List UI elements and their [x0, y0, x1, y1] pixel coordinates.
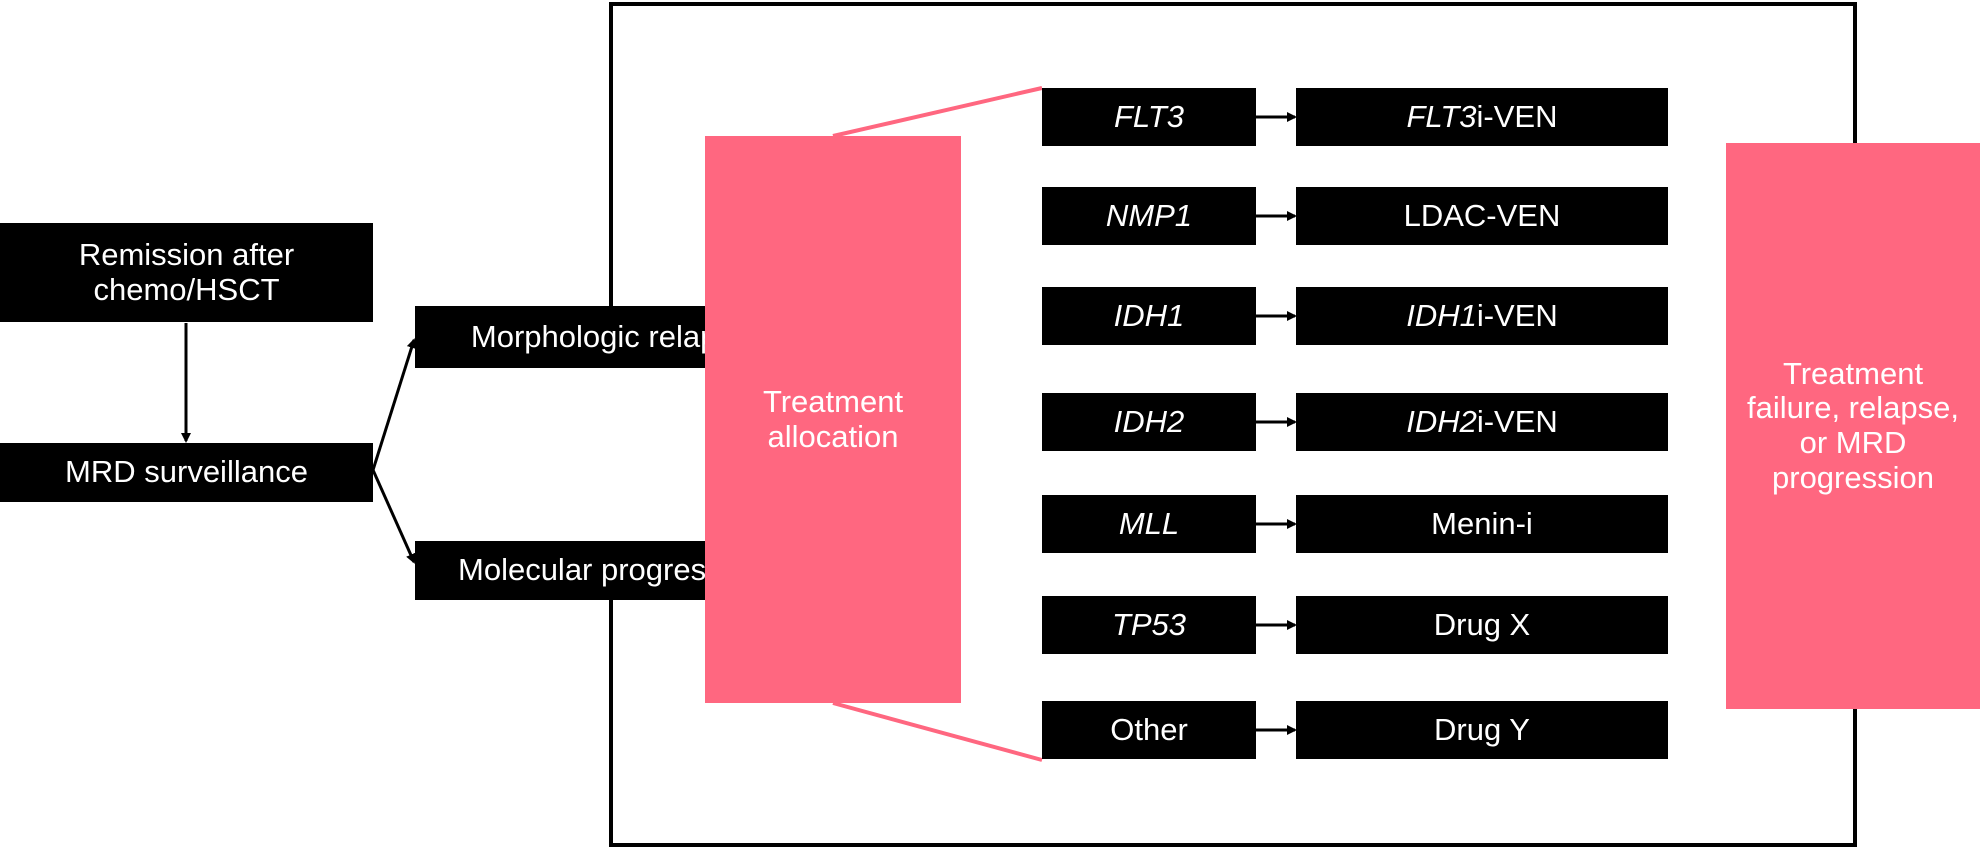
gene-label: FLT3	[1113, 98, 1185, 134]
treatment-failure-node: Treatment failure, relapse, or MRD progr…	[1726, 143, 1980, 709]
gene-box-idh2: IDH2	[1042, 393, 1256, 451]
therapy-name: Drug Y	[1434, 711, 1530, 747]
therapy-box-idh1: IDH1i-VEN	[1296, 287, 1668, 345]
gene-box-flt3: FLT3	[1042, 88, 1256, 146]
therapy-name: Drug X	[1433, 606, 1531, 642]
gene-box-tp53: TP53	[1042, 596, 1256, 654]
remission-node: Remission after chemo/HSCT	[0, 223, 373, 322]
therapy-gene-prefix: IDH1	[1406, 297, 1477, 333]
feedback-loop-bottom	[606, 592, 1857, 847]
therapy-label: Menin-i	[1431, 505, 1533, 542]
arrow-mrd-to-molecular	[371, 469, 416, 564]
therapy-name: i-VEN	[1476, 297, 1558, 333]
therapy-label: LDAC-VEN	[1403, 197, 1561, 234]
gene-label: IDH2	[1113, 403, 1185, 439]
mrd-surveillance-label: MRD surveillance	[65, 454, 308, 490]
therapy-name: LDAC-VEN	[1403, 197, 1561, 233]
therapy-box-mll: Menin-i	[1296, 495, 1668, 553]
therapy-label: IDH1i-VEN	[1406, 297, 1558, 334]
gene-label: IDH1	[1113, 297, 1185, 333]
funnel-line-top	[832, 86, 1043, 138]
therapy-gene-prefix: IDH2	[1406, 403, 1477, 439]
therapy-box-nmp1: LDAC-VEN	[1296, 187, 1668, 245]
therapy-box-tp53: Drug X	[1296, 596, 1668, 654]
remission-label: Remission after chemo/HSCT	[78, 236, 295, 307]
funnel-line-bottom	[832, 701, 1043, 762]
therapy-box-other: Drug Y	[1296, 701, 1668, 759]
gene-label: NMP1	[1105, 197, 1193, 233]
mrd-surveillance-node: MRD surveillance	[0, 443, 373, 502]
therapy-label: Drug Y	[1434, 711, 1530, 748]
gene-label: MLL	[1118, 505, 1180, 541]
treatment-failure-label: Treatment failure, relapse, or MRD progr…	[1747, 355, 1959, 495]
therapy-gene-prefix: FLT3	[1406, 98, 1477, 134]
gene-box-other: Other	[1042, 701, 1256, 759]
gene-box-nmp1: NMP1	[1042, 187, 1256, 245]
morphologic-relapse-label: Morphologic relapse	[470, 318, 751, 354]
gene-box-mll: MLL	[1042, 495, 1256, 553]
feedback-loop-top	[606, 2, 1857, 314]
gene-therapy-arrows	[1256, 112, 1297, 735]
therapy-label: IDH2i-VEN	[1406, 403, 1558, 440]
therapy-box-idh2: IDH2i-VEN	[1296, 393, 1668, 451]
treatment-allocation-node: Treatment allocation	[705, 136, 961, 703]
therapy-label: FLT3i-VEN	[1406, 98, 1558, 135]
gene-label: Other	[1110, 711, 1188, 747]
arrow-mrd-to-morphologic	[371, 338, 417, 471]
therapy-box-flt3: FLT3i-VEN	[1296, 88, 1668, 146]
gene-label: TP53	[1111, 606, 1187, 642]
therapy-label: Drug X	[1433, 606, 1531, 643]
treatment-allocation-label: Treatment allocation	[762, 383, 904, 454]
therapy-name: Menin-i	[1431, 505, 1533, 541]
therapy-name: i-VEN	[1476, 98, 1558, 134]
gene-box-idh1: IDH1	[1042, 287, 1256, 345]
therapy-name: i-VEN	[1476, 403, 1558, 439]
